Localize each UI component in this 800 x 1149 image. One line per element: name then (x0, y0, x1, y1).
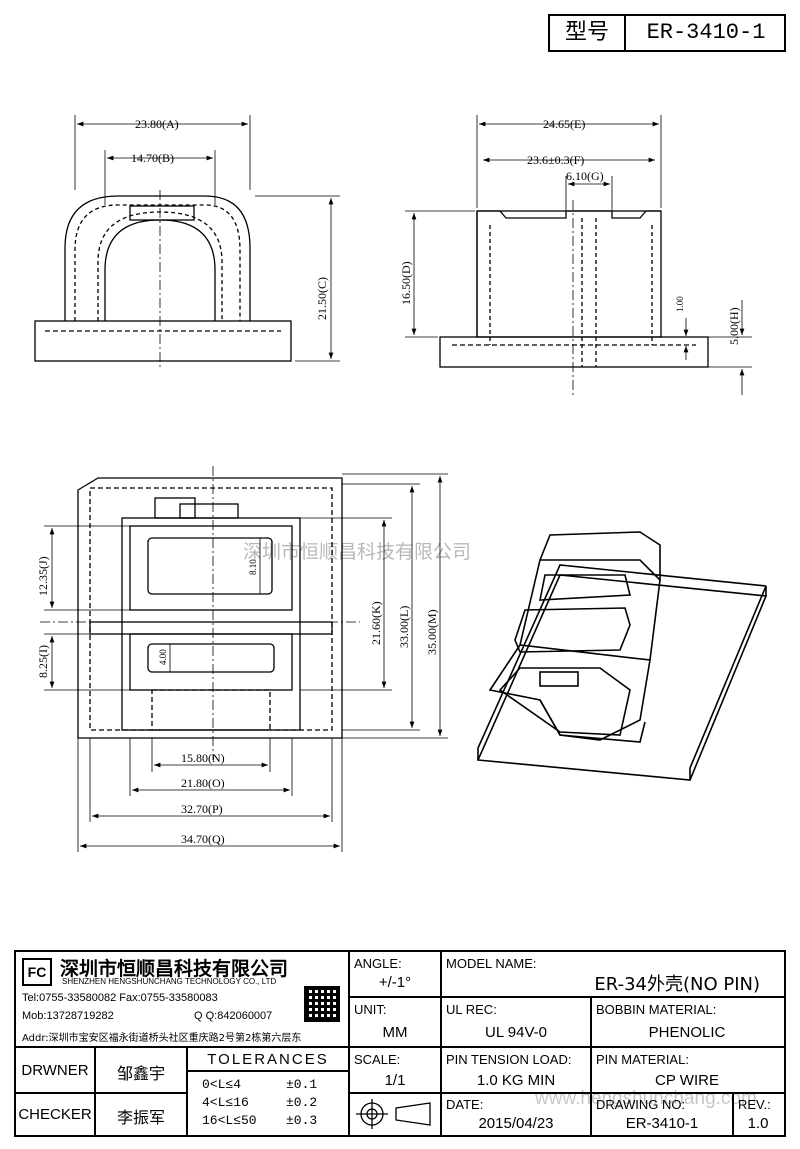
company-mob: Mob:13728719282 (22, 1010, 114, 1022)
ul-value: UL 94V-0 (485, 1024, 547, 1041)
isometric-view (476, 531, 768, 781)
tol-row-1: 0<L≤4 ±0.1 (202, 1077, 317, 1092)
dim-j: 12.35(J) (36, 556, 50, 596)
side-view (405, 115, 752, 395)
unit-label: UNIT: (354, 1002, 387, 1017)
tol-value-1: ±0.1 (286, 1077, 318, 1092)
drawing-no-label: DRAWING NO: (596, 1097, 686, 1112)
checker-label-cell: CHECKER (16, 1094, 96, 1135)
dim-f: 23.6±0.3(F) (527, 153, 584, 167)
tol-value-2: ±0.2 (286, 1095, 318, 1110)
rev-cell: REV.: 1.0 (734, 1094, 784, 1135)
company-tel: Tel:0755-33580082 Fax:0755-33580083 (22, 992, 218, 1004)
dim-m: 35.00(M) (425, 609, 439, 655)
dim-h-small: 1.00 (675, 296, 685, 312)
tol-row-3: 16<L≤50 ±0.3 (202, 1113, 317, 1128)
dim-b: 14.70(B) (131, 151, 174, 165)
company-info: FC 深圳市恒顺昌科技有限公司 SHENZHEN HENGSHUNCHANG T… (16, 952, 350, 1048)
dim-i: 8.25(I) (36, 645, 50, 678)
pin-material-cell: PIN MATERIAL: CP WIRE (592, 1048, 784, 1094)
angle-value: +/-1° (378, 974, 412, 991)
checker-value: 李振军 (116, 1108, 165, 1127)
tolerances-header: TOLERANCES (188, 1048, 348, 1072)
checker-label: CHECKER (18, 1106, 92, 1123)
dim-c: 21.50(C) (315, 277, 329, 320)
pin-tension-label: PIN TENSION LOAD: (446, 1052, 572, 1067)
drawner-value-cell: 邹鑫宇 (96, 1048, 188, 1094)
drawner-label-cell: DRWNER (16, 1048, 96, 1094)
tol-range-3: 16<L≤50 (202, 1113, 257, 1128)
model-name-value: ER-34外壳(NO PIN) (594, 974, 760, 995)
dim-g: 6.10(G) (566, 169, 604, 183)
tol-value-3: ±0.3 (286, 1113, 318, 1128)
date-value: 2015/04/23 (478, 1115, 554, 1132)
bobbin-value: PHENOLIC (648, 1024, 726, 1041)
ul-cell: UL REC: UL 94V-0 (442, 998, 592, 1048)
company-name-en: SHENZHEN HENGSHUNCHANG TECHNOLOGY CO., L… (62, 977, 277, 986)
header-box: 型号 ER-3410-1 (548, 14, 786, 52)
pin-tension-cell: PIN TENSION LOAD: 1.0 KG MIN (442, 1048, 592, 1094)
tol-range-1: 0<L≤4 (202, 1077, 242, 1092)
checker-value-cell: 李振军 (96, 1094, 188, 1135)
qr-code (304, 986, 340, 1022)
tolerances-cell: TOLERANCES 0<L≤4 ±0.1 4<L≤16 ±0.2 16<L≤50 ±… (188, 1048, 350, 1135)
front-view (34, 115, 340, 370)
company-logo: FC (22, 958, 52, 986)
drawner-label: DRWNER (21, 1062, 89, 1079)
technical-drawing: 23.80(A) 14.70(B) 21.50(C) 24.65(E) 23.6… (34, 115, 768, 852)
pin-tension-value: 1.0 KG MIN (476, 1072, 556, 1089)
pin-material-value: CP WIRE (655, 1072, 719, 1089)
unit-cell: UNIT: MM (350, 998, 442, 1048)
pin-material-label: PIN MATERIAL: (596, 1052, 689, 1067)
angle-label: ANGLE: (354, 956, 402, 971)
company-addr: Addr:深圳市宝安区福永街道桥头社区重庆路2号第2栋第六层东 (22, 1033, 302, 1044)
bobbin-cell: BOBBIN MATERIAL: PHENOLIC (592, 998, 784, 1048)
model-value: ER-3410-1 (646, 20, 766, 45)
top-view (40, 466, 448, 852)
projection-symbol-cell (350, 1094, 442, 1135)
scale-value: 1/1 (384, 1072, 406, 1089)
rev-label: REV.: (738, 1097, 771, 1112)
tol-row-2: 4<L≤16 ±0.2 (202, 1095, 317, 1110)
bobbin-label: BOBBIN MATERIAL: (596, 1002, 717, 1017)
company-qq: Q Q:842060007 (194, 1010, 273, 1022)
dim-p: 32.70(P) (181, 802, 223, 816)
angle-cell: ANGLE: +/-1° (350, 952, 442, 998)
third-angle-projection-icon (356, 1099, 431, 1129)
title-block: FC 深圳市恒顺昌科技有限公司 SHENZHEN HENGSHUNCHANG T… (14, 950, 786, 1137)
model-name-label: MODEL NAME: (446, 956, 537, 971)
dim-e: 24.65(E) (543, 117, 585, 131)
dim-h: 5.00(H) (727, 307, 741, 345)
tol-range-2: 4<L≤16 (202, 1095, 249, 1110)
scale-label: SCALE: (354, 1052, 401, 1067)
model-label: 型号 (550, 16, 626, 50)
dim-slot2: 4.00 (158, 649, 168, 665)
dim-q: 34.70(Q) (181, 832, 225, 846)
dim-k: 21.60(K) (369, 601, 383, 645)
rev-value: 1.0 (747, 1115, 769, 1132)
date-label: DATE: (446, 1097, 484, 1112)
dim-o: 21.80(O) (181, 776, 225, 790)
ul-label: UL REC: (446, 1002, 497, 1017)
company-name-cn: 深圳市恒顺昌科技有限公司 (60, 958, 289, 980)
dim-a: 23.80(A) (135, 117, 179, 131)
tolerances-label: TOLERANCES (207, 1051, 329, 1068)
watermark-company: 深圳市恒顺昌科技有限公司 (243, 541, 471, 563)
unit-value: MM (382, 1024, 408, 1041)
scale-cell: SCALE: 1/1 (350, 1048, 442, 1094)
drawner-value: 邹鑫宇 (116, 1064, 165, 1083)
watermark-url: www.hengshunchang.com (535, 1088, 757, 1109)
dim-slot1: 8.10 (248, 559, 258, 575)
drawing-no-cell: DRAWING NO: ER-3410-1 (592, 1094, 734, 1135)
drawing-no-value: ER-3410-1 (625, 1115, 699, 1132)
dim-n: 15.80(N) (181, 751, 225, 765)
date-cell: DATE: 2015/04/23 (442, 1094, 592, 1135)
dim-d: 16.50(D) (399, 261, 413, 305)
dim-l: 33.00(L) (397, 606, 411, 648)
model-name-cell: MODEL NAME: ER-34外壳(NO PIN) (442, 952, 784, 998)
